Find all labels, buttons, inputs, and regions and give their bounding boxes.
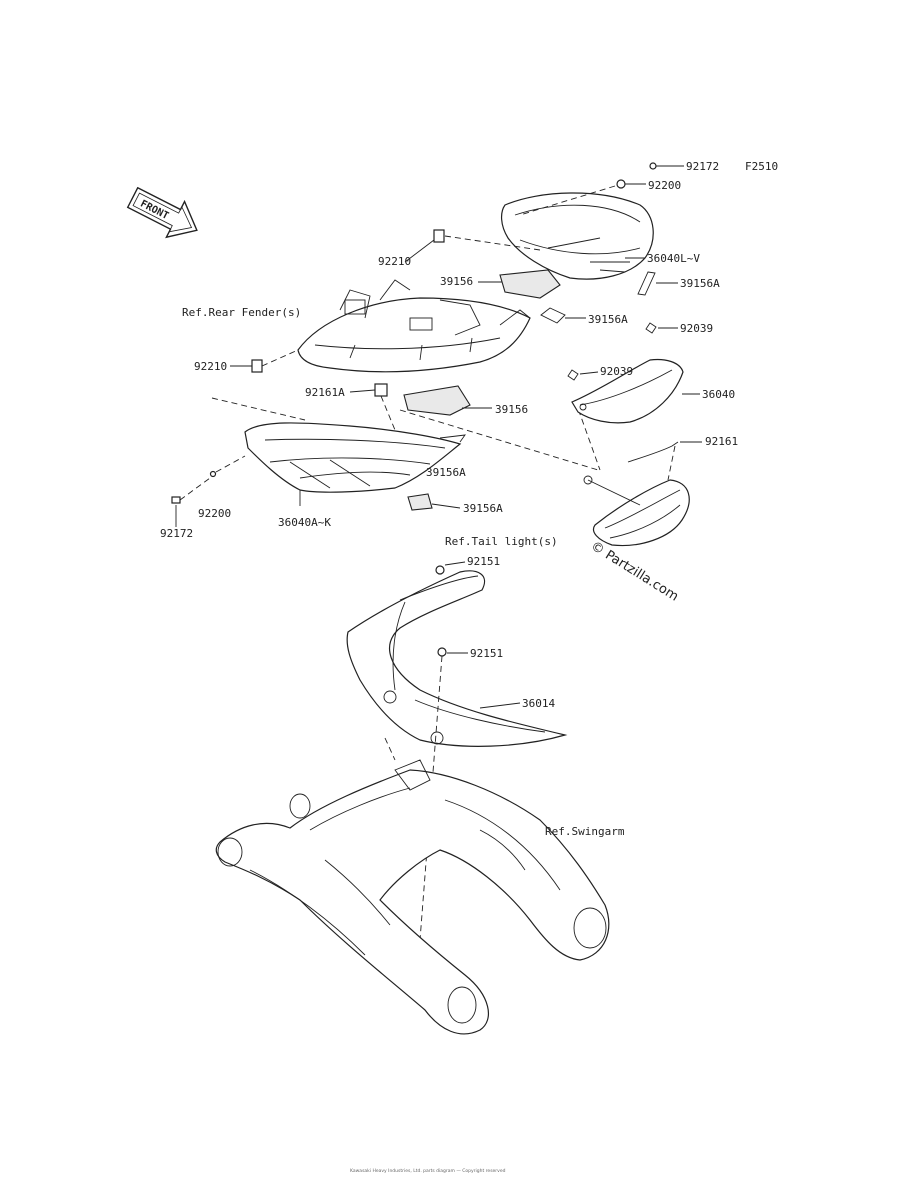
callout-label: 39156A — [463, 502, 503, 515]
rear-fender — [297, 279, 531, 373]
callout-label: 92039 — [600, 365, 633, 378]
callout-label: 36040L~V — [647, 252, 700, 265]
tail-light — [583, 475, 690, 547]
callout-label: 92161 — [705, 435, 738, 448]
grommet-icon — [251, 359, 263, 373]
watermark: © Partzilla.com — [588, 539, 681, 605]
figure-code: F2510 — [745, 160, 778, 173]
bolt-icon — [374, 383, 388, 397]
swingarm — [215, 759, 610, 1035]
callout-label: 92200 — [648, 179, 681, 192]
nut-icon — [645, 322, 657, 334]
washer-icon — [209, 470, 217, 478]
seat-cover-right — [571, 358, 684, 424]
grommet-icon — [433, 229, 445, 243]
pad-icon — [499, 269, 561, 299]
callout-label: 36040A~K — [278, 516, 331, 529]
nut-icon — [567, 369, 579, 381]
callout-label: 92172 — [686, 160, 719, 173]
callout-label: 39156A — [426, 466, 466, 479]
callout-label: 92151 — [467, 555, 500, 568]
screw-icon — [171, 496, 181, 504]
front-arrow-icon: FRONT — [126, 186, 198, 239]
callout-label: 39156A — [680, 277, 720, 290]
callout-label: 92172 — [160, 527, 193, 540]
side-cover — [244, 422, 462, 493]
bolt-icon — [437, 647, 447, 657]
pad-icon — [403, 385, 471, 416]
tail-light-reference: Ref.Tail light(s) — [445, 535, 558, 548]
callout-label: 92039 — [680, 322, 713, 335]
callout-label: 92161A — [305, 386, 345, 399]
callout-label: 92151 — [470, 647, 503, 660]
pad-icon — [540, 307, 566, 324]
callout-label: 92210 — [194, 360, 227, 373]
chain-guard — [346, 570, 568, 747]
rear-fender-reference: Ref.Rear Fender(s) — [182, 306, 301, 319]
clip-icon — [439, 434, 466, 443]
bolt-icon — [435, 565, 445, 575]
callout-label: 36040 — [702, 388, 735, 401]
callout-label: 92210 — [378, 255, 411, 268]
callout-label: 36014 — [522, 697, 555, 710]
bracket-icon — [627, 441, 679, 463]
callout-label: 39156 — [440, 275, 473, 288]
swingarm-reference: Ref.Swingarm — [545, 825, 625, 838]
callout-label: 39156 — [495, 403, 528, 416]
callout-label: 39156A — [588, 313, 628, 326]
clip-icon — [637, 271, 656, 296]
callout-label: 92200 — [198, 507, 231, 520]
seat-cowl-upper — [501, 192, 654, 280]
pad-icon — [407, 493, 433, 511]
footer-note: Kawasaki Heavy Industries, Ltd. parts di… — [350, 1168, 506, 1174]
